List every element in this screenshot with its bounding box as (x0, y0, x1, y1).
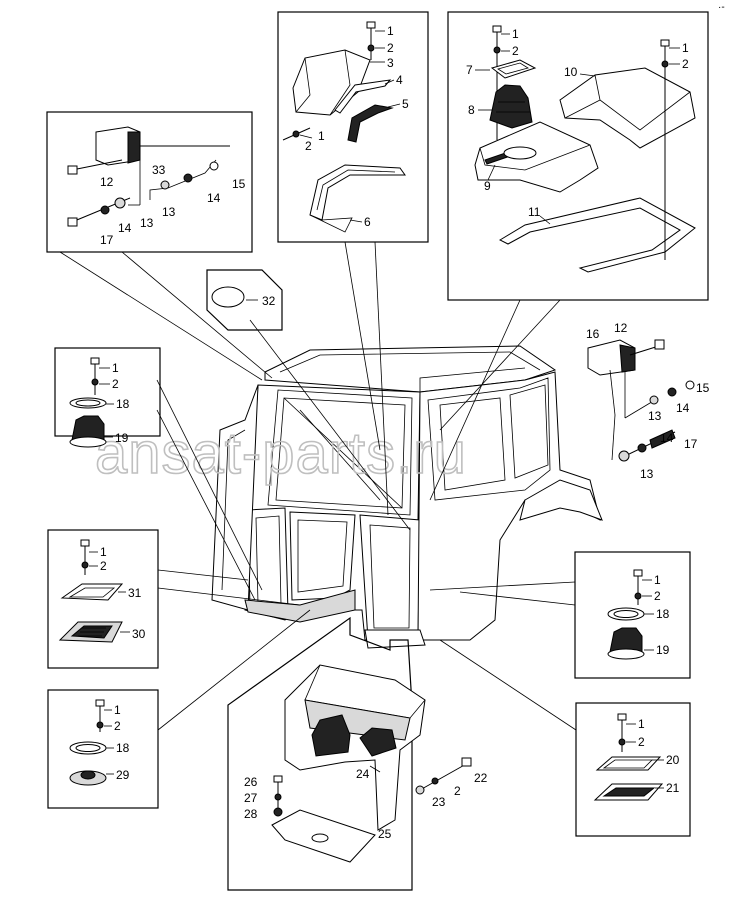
callout-top-left-12: 12 (100, 175, 114, 189)
callout-left-lower-2: 2 (114, 719, 121, 733)
callout-bottom-center-24: 24 (356, 767, 370, 781)
callout-top-center-1: 1 (318, 129, 325, 143)
callout-top-left-33: 33 (152, 163, 166, 177)
callout-bottom-center-25: 25 (378, 827, 392, 841)
callout-bottom-center-27: 27 (244, 791, 258, 805)
callout-right-middle-1: 1 (654, 573, 661, 587)
callout-top-right-1: 1 (512, 27, 519, 41)
callout-top-center-5: 5 (402, 97, 409, 111)
callout-left-middle-2: 2 (100, 559, 107, 573)
callout-top-left-17: 17 (100, 233, 114, 247)
callout-left-middle-1: 1 (100, 545, 107, 559)
callout-left-upper-19: 19 (115, 431, 129, 445)
callout-top-right-1: 1 (682, 41, 689, 55)
detail-box-right-middle: 1 2 18 19 (574, 551, 691, 679)
detail-box-top-left: 33 12 15 14 13 17 14 13 (46, 111, 253, 253)
callout-bottom-center-23: 23 (432, 795, 446, 809)
cab-assembly (211, 345, 603, 649)
corner-mark: ·- (718, 2, 725, 13)
callout-right-upper-17: 17 (684, 437, 698, 451)
detail-box-left-middle: 1 2 31 30 (47, 529, 159, 669)
callout-right-middle-19: 19 (656, 643, 670, 657)
detail-box-left-upper: 1 2 18 19 (54, 347, 161, 448)
callout-top-left-14: 14 (118, 221, 132, 235)
callout-left-upper-18: 18 (116, 397, 130, 411)
callout-top-center-1: 1 (387, 24, 394, 38)
detail-box-top-center: 1 2 3 4 5 1 2 6 (277, 11, 429, 243)
callout-left-upper-2: 2 (112, 377, 119, 391)
callout-top-left-15: 15 (232, 177, 246, 191)
detail-right-upper-brackets: 16 12 15 14 13 17 14 13 (586, 321, 710, 481)
callout-top-right-2: 2 (512, 44, 519, 58)
leader-lines (59, 241, 577, 731)
detail-box-oval-panel: 32 (206, 269, 283, 331)
callout-top-left-14: 14 (207, 191, 221, 205)
callout-right-lower-1: 1 (638, 717, 645, 731)
callout-top-right-7: 7 (466, 63, 473, 77)
detail-box-top-right: 1 2 7 8 9 10 1 2 11 (447, 11, 709, 301)
callout-left-lower-18: 18 (116, 741, 130, 755)
detail-box-bottom-center: 24 22 2 23 26 27 28 25 (227, 616, 488, 891)
callout-left-lower-29: 29 (116, 768, 130, 782)
callout-left-middle-30: 30 (132, 627, 146, 641)
detail-box-left-lower: 1 2 18 29 (47, 689, 159, 809)
detail-box-right-lower: 1 2 20 21 (575, 702, 691, 837)
callout-bottom-center-28: 28 (244, 807, 258, 821)
callout-top-right-11: 11 (528, 205, 541, 219)
callout-top-center-2: 2 (387, 41, 394, 55)
callout-top-left-13: 13 (162, 205, 176, 219)
callout-top-right-9: 9 (484, 179, 491, 193)
callout-top-center-6: 6 (364, 215, 371, 229)
callout-right-lower-21: 21 (666, 781, 680, 795)
watermark: ansat-parts.ru (95, 421, 467, 486)
callout-bottom-center-26: 26 (244, 775, 258, 789)
callout-right-upper-15: 15 (696, 381, 710, 395)
callout-right-middle-2: 2 (654, 589, 661, 603)
callout-right-upper-13: 13 (640, 467, 654, 481)
callout-top-center-2: 2 (305, 139, 312, 153)
callout-top-right-8: 8 (468, 103, 475, 117)
callout-bottom-center-22: 22 (474, 771, 488, 785)
callout-top-center-4: 4 (396, 73, 403, 87)
callout-top-right-2: 2 (682, 57, 689, 71)
callout-right-lower-2: 2 (638, 735, 645, 749)
callout-oval-panel-32: 32 (262, 294, 276, 308)
callout-right-middle-18: 18 (656, 607, 670, 621)
callout-bottom-center-2: 2 (454, 784, 461, 798)
callout-left-middle-31: 31 (128, 586, 142, 600)
callout-top-center-3: 3 (387, 56, 394, 70)
callout-left-upper-1: 1 (112, 361, 119, 375)
callout-right-upper-13: 13 (648, 409, 662, 423)
callout-right-upper-12: 12 (614, 321, 628, 335)
callout-top-right-10: 10 (564, 65, 578, 79)
callout-right-lower-20: 20 (666, 753, 680, 767)
callout-right-upper-14: 14 (660, 431, 674, 445)
callout-left-lower-1: 1 (114, 703, 121, 717)
callout-top-left-13: 13 (140, 216, 154, 230)
callout-right-upper-16: 16 (586, 327, 600, 341)
callout-right-upper-14: 14 (676, 401, 690, 415)
